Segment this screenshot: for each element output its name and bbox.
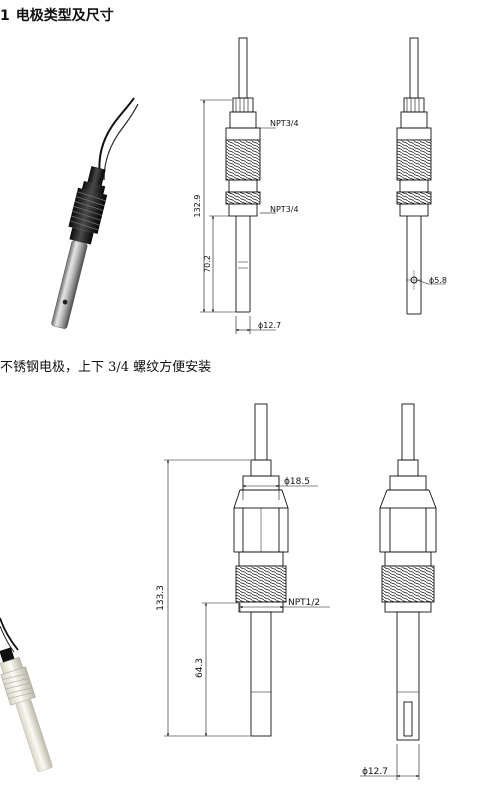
drawing2-thread: NPT1/2 <box>288 598 320 608</box>
section-number: 1 <box>0 8 10 24</box>
drawing1-dimensions <box>200 99 276 334</box>
drawing1-hole-leader <box>416 279 446 285</box>
drawing1-front-view <box>225 37 261 313</box>
drawing1-side-view <box>396 37 432 315</box>
drawing2-dimensions <box>164 459 330 737</box>
drawing1-length-probe: 70.2 <box>203 255 212 273</box>
drawing2-front-view <box>233 403 289 737</box>
drawing1-thread-bottom: NPT3/4 <box>270 205 299 214</box>
photo-white-electrode <box>0 617 53 772</box>
section-heading: 1 电极类型及尺寸 <box>0 5 114 25</box>
drawing2-length-total: 133.3 <box>156 585 166 611</box>
drawing2-side-view <box>379 403 437 741</box>
electrode-caption: 不锈钢电极，上下 3/4 螺纹方便安装 <box>0 360 212 375</box>
section-title: 电极类型及尺寸 <box>15 8 114 24</box>
drawing1-length-total: 132.9 <box>193 195 202 218</box>
drawing2-length-probe: 64.3 <box>195 658 205 678</box>
drawing1-diameter-hole: ϕ5.8 <box>429 276 447 285</box>
drawing2-side-dimension <box>360 744 420 780</box>
drawing2-diameter-top: ϕ18.5 <box>284 477 310 487</box>
drawing2-diameter-probe: ϕ12.7 <box>362 767 388 777</box>
drawing1-thread-top: NPT3/4 <box>270 119 299 128</box>
photo-stainless-electrode <box>51 97 139 329</box>
drawing1-diameter-probe: ϕ12.7 <box>258 321 281 330</box>
